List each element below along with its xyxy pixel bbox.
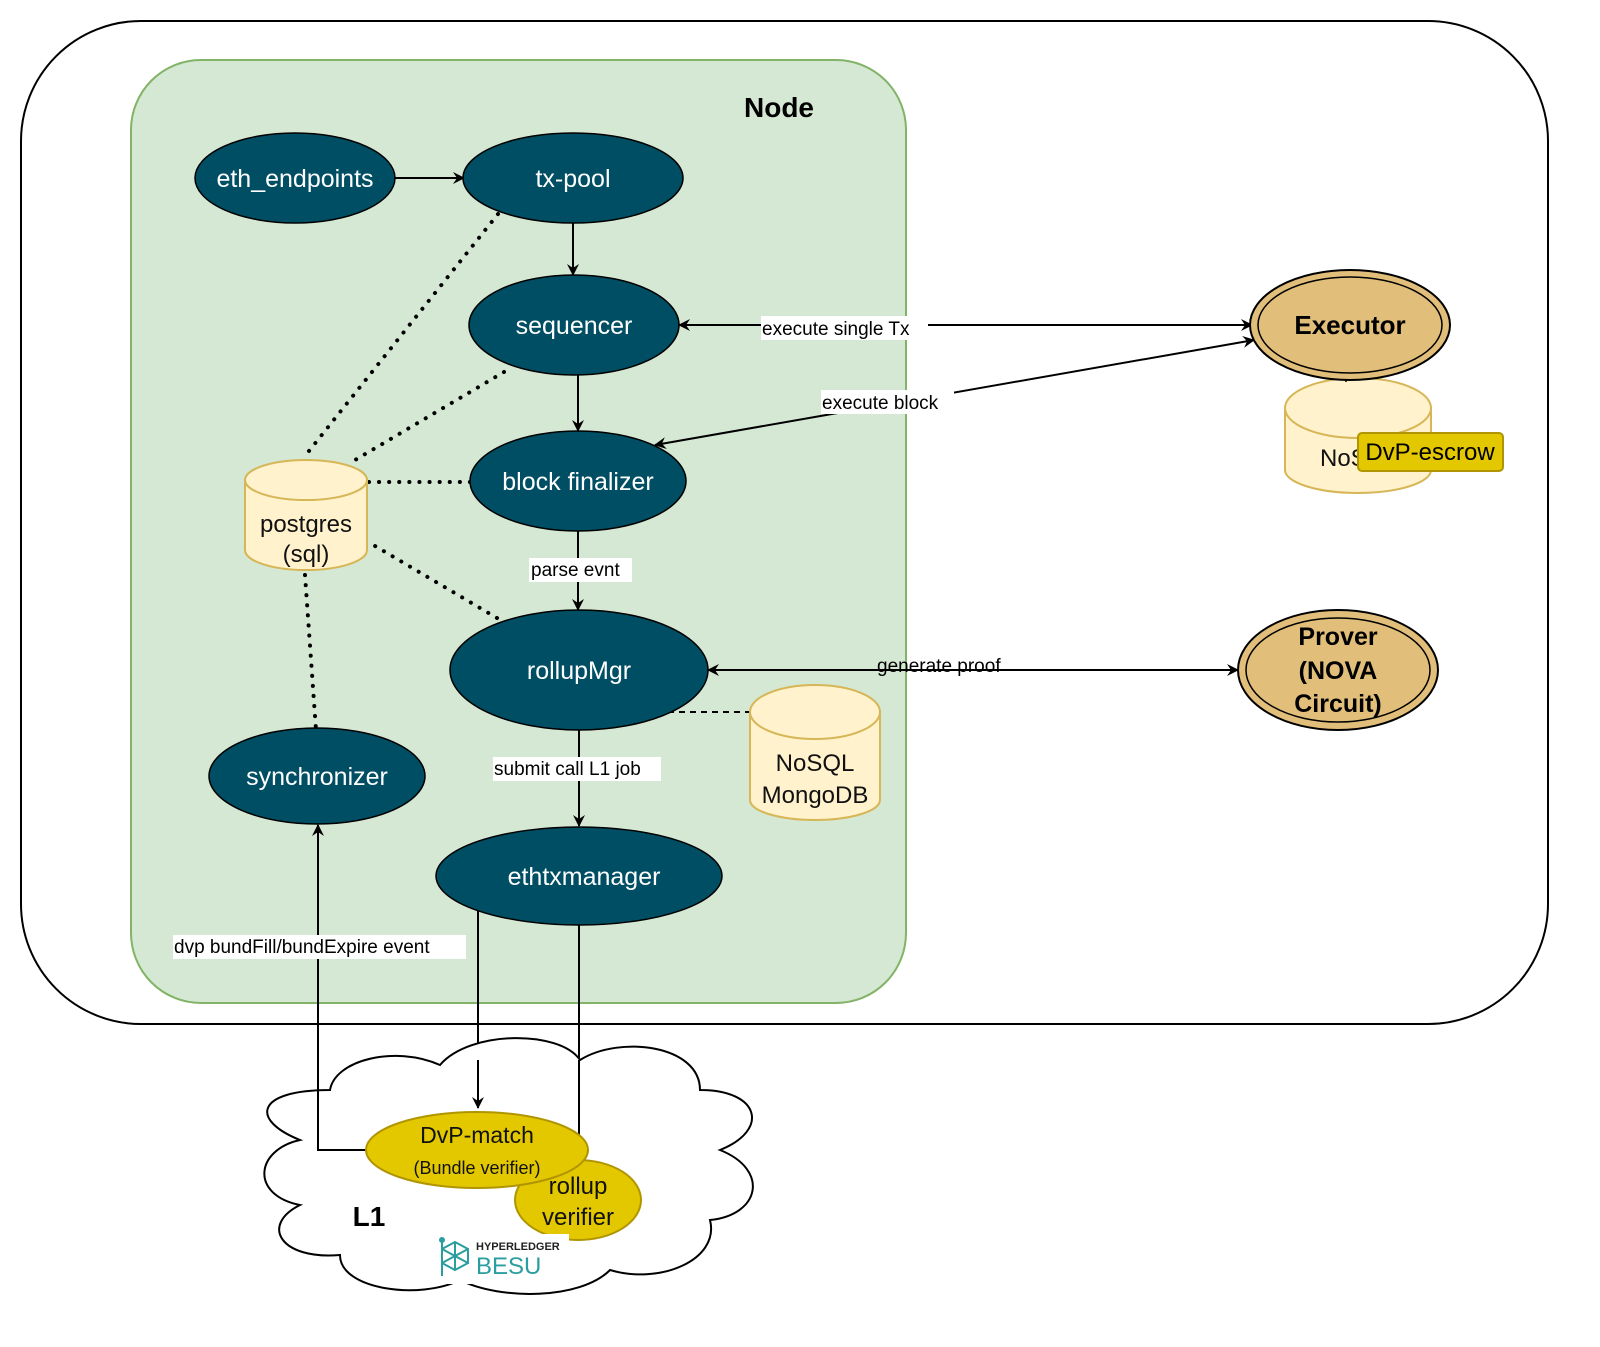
rollup-verifier-line1: rollup xyxy=(549,1173,608,1200)
service-sequencer[interactable]: sequencer xyxy=(468,274,680,376)
external-executor[interactable]: Executor xyxy=(1249,269,1451,381)
edge-finalizer-executor xyxy=(654,335,1255,450)
edge-label-parse-evnt: parse evnt xyxy=(531,560,620,581)
node-title: Node xyxy=(744,92,814,123)
prover-label-line3: Circuit) xyxy=(1294,690,1382,718)
mongodb-top xyxy=(749,684,881,740)
postgres-label-line1: postgres xyxy=(260,511,352,538)
database-mongodb[interactable]: NoSQL MongoDB xyxy=(749,684,881,821)
dvp-escrow-label: DvP-escrow xyxy=(1365,439,1495,466)
postgres-dotted-links xyxy=(303,212,506,732)
eth-endpoints-label: eth_endpoints xyxy=(216,165,373,193)
label-bg-execute-block xyxy=(821,390,954,414)
label-bg-submit-call xyxy=(493,757,661,781)
postgres-label-line2: (sql) xyxy=(283,541,330,568)
besu-logo-icon xyxy=(439,1237,469,1276)
block-finalizer-shape xyxy=(469,430,687,532)
edge-label-execute-single-tx: execute single Tx xyxy=(762,319,910,340)
executor-label: Executor xyxy=(1294,310,1405,340)
besu-logo-top: HYPERLEDGER xyxy=(476,1241,560,1253)
mongodb-label-line2: MongoDB xyxy=(762,782,869,809)
label-bg-execute-single-tx xyxy=(761,316,928,340)
link-txpool-postgres xyxy=(303,212,500,458)
sequencer-shape xyxy=(468,274,680,376)
overlay-dvpmatch-synchronizer xyxy=(317,1070,370,1151)
mongodb-label-line1: NoSQL xyxy=(776,750,855,777)
synchronizer-label: synchronizer xyxy=(246,763,388,791)
prover-label-line2: (NOVA xyxy=(1299,657,1378,685)
rollup-mgr-shape xyxy=(449,609,709,731)
service-rollup-mgr[interactable]: rollupMgr xyxy=(449,609,709,731)
synchronizer-shape xyxy=(208,727,426,825)
service-block-finalizer[interactable]: block finalizer xyxy=(469,430,687,532)
service-ethtxmanager[interactable]: ethtxmanager xyxy=(435,826,723,926)
link-rollupmgr-postgres xyxy=(368,541,499,620)
executor-inner xyxy=(1257,276,1443,374)
hyperledger-besu-logo: HYPERLEDGER BESU xyxy=(437,1234,569,1284)
ethtxmanager-label: ethtxmanager xyxy=(508,863,661,891)
service-tx-pool[interactable]: tx-pool xyxy=(462,132,684,224)
dvp-match-shape xyxy=(365,1111,589,1189)
besu-logo-bottom: BESU xyxy=(476,1253,541,1280)
eth-endpoints-shape xyxy=(194,132,396,224)
prover-label-line1: Prover xyxy=(1298,623,1377,651)
database-postgres[interactable]: postgres (sql) xyxy=(244,459,368,571)
link-sequencer-postgres xyxy=(348,370,506,465)
rollup-mgr-label: rollupMgr xyxy=(527,657,631,685)
executor-outer xyxy=(1249,269,1451,381)
edge-label-dvp-event: dvp bundFill/bundExpire event xyxy=(174,937,430,958)
dvp-match-label: DvP-match xyxy=(420,1122,534,1148)
mongodb-body xyxy=(749,712,881,821)
link-synchronizer-postgres xyxy=(303,573,318,732)
dvp-escrow-box xyxy=(1357,432,1504,472)
bundle-verifier-label: (Bundle verifier) xyxy=(413,1158,540,1178)
l1-title: L1 xyxy=(353,1201,386,1232)
edge-label-execute-block: execute block xyxy=(822,393,939,414)
l1-dvp-match[interactable]: DvP-match (Bundle verifier) xyxy=(365,1111,589,1189)
external-prover[interactable]: Prover (NOVA Circuit) xyxy=(1237,609,1439,731)
postgres-body xyxy=(244,480,368,571)
label-bg-dvp-event xyxy=(173,935,466,959)
l1-rollup-verifier[interactable]: rollup verifier xyxy=(514,1159,642,1241)
tx-pool-label: tx-pool xyxy=(535,165,610,193)
edge-label-submit-call-l1-job: submit call L1 job xyxy=(494,759,641,780)
ethtxmanager-shape xyxy=(435,826,723,926)
prover-inner xyxy=(1245,617,1431,723)
tx-pool-shape xyxy=(462,132,684,224)
service-eth-endpoints[interactable]: eth_endpoints xyxy=(194,132,396,224)
rollup-verifier-line2: verifier xyxy=(542,1204,614,1231)
prover-outer xyxy=(1237,609,1439,731)
label-bg-parse-evnt xyxy=(529,558,632,582)
service-synchronizer[interactable]: synchronizer xyxy=(208,727,426,825)
edge-label-generate-proof: generate proof xyxy=(877,656,1001,677)
sequencer-label: sequencer xyxy=(516,312,633,340)
block-finalizer-label: block finalizer xyxy=(502,468,653,496)
postgres-top xyxy=(244,459,368,501)
dvp-escrow[interactable]: DvP-escrow xyxy=(1357,432,1504,472)
executor-db-top xyxy=(1284,377,1432,439)
